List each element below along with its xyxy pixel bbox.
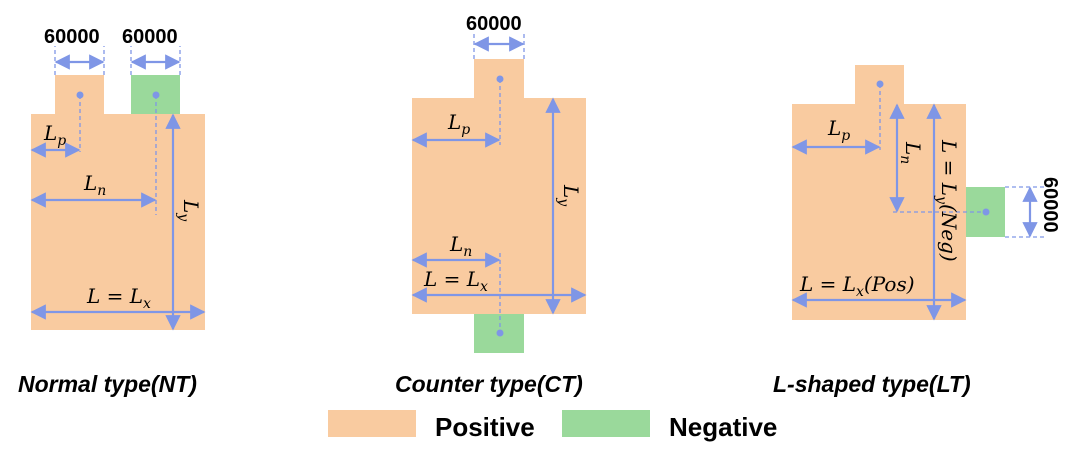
ct-ly-label: Ly	[555, 184, 583, 207]
counter-type-diagram: 60000 Lp Ly Ln L = Lx Counter type(CT)	[395, 13, 587, 397]
lt-lneg-label: L = Ly(Neg)	[933, 139, 961, 262]
nt-tab-width-label-neg: 60000	[122, 26, 178, 48]
legend: Positive Negative	[328, 410, 777, 442]
legend-positive-swatch	[328, 410, 416, 437]
legend-positive-label: Positive	[435, 412, 535, 442]
ct-lp-label: Lp	[447, 110, 470, 138]
lt-tab-width-label: 60000	[1039, 177, 1061, 233]
nt-caption: Normal type(NT)	[18, 371, 197, 397]
ct-l-label: L = Lx	[423, 267, 488, 295]
nt-tab-width-label-pos: 60000	[44, 26, 100, 48]
legend-negative-label: Negative	[669, 412, 777, 442]
nt-ln-label: Ln	[83, 171, 106, 199]
lt-caption: L-shaped type(LT)	[773, 371, 971, 397]
lt-lp-label: Lp	[827, 116, 850, 144]
lt-lpos-label: L = Lx(Pos)	[799, 272, 915, 300]
ct-ln-label: Ln	[449, 232, 472, 260]
nt-lp-label: Lp	[43, 121, 66, 149]
nt-ly-label: Ly	[175, 199, 203, 222]
legend-negative-swatch	[562, 410, 650, 437]
ct-caption: Counter type(CT)	[395, 371, 583, 397]
lt-ln-label: Ln	[897, 141, 925, 164]
lt-positive-electrode	[792, 65, 966, 320]
l-shaped-type-diagram: 60000 Lp Ln L = Ly(Neg) L = Lx(Pos) L-sh…	[773, 65, 1061, 397]
ct-tab-width-label: 60000	[466, 13, 522, 35]
normal-type-diagram: 60000 60000 Lp Ln Ly L = Lx Normal type(…	[18, 26, 206, 397]
nt-l-label: L = Lx	[86, 284, 151, 312]
ct-positive-electrode	[412, 59, 586, 314]
